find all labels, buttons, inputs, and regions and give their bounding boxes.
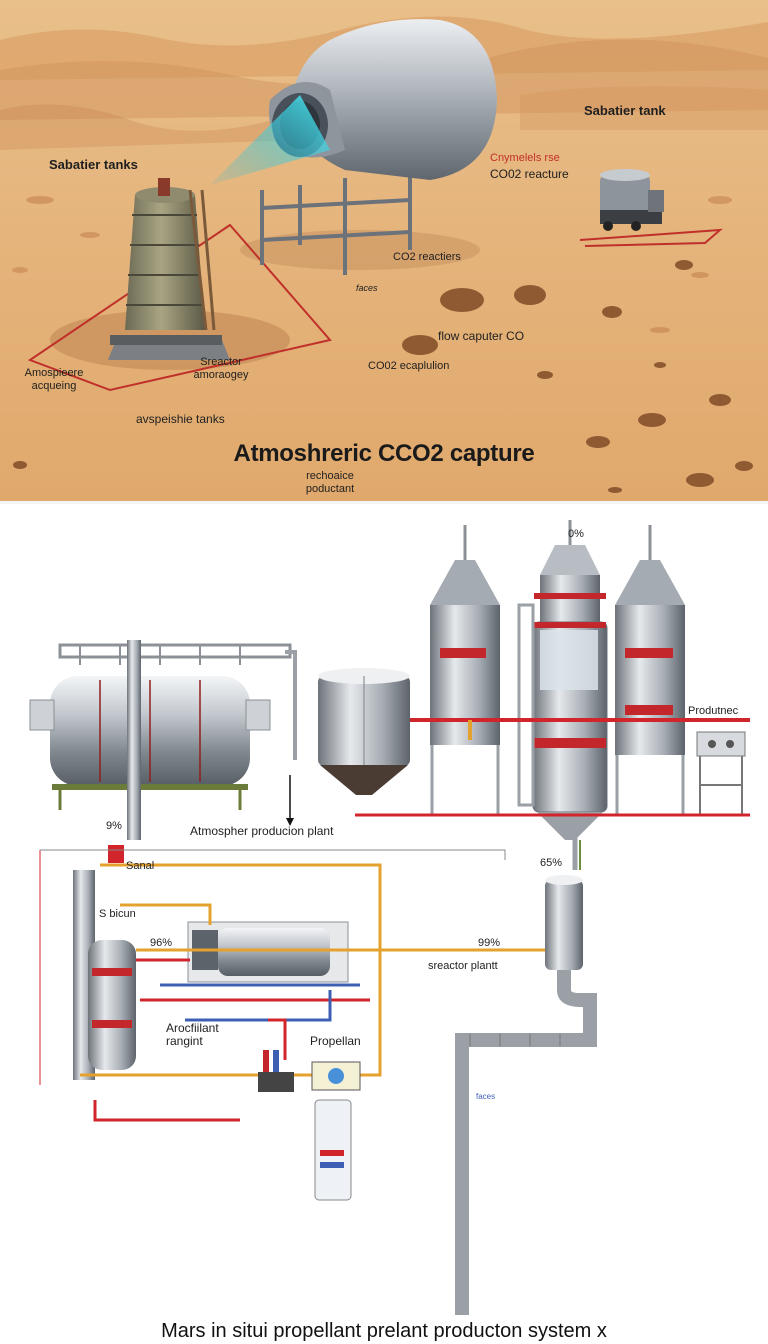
label-atmospher-plant: Atmospher producion plant [190, 824, 334, 838]
pump-unit [258, 1050, 294, 1092]
label-sabatier-tanks: Sabatier tanks [49, 157, 138, 172]
label-pct-65: 65% [540, 857, 563, 869]
label-pct-top: 0% [568, 528, 584, 540]
label-reactor-red: Cnymelels rse [490, 152, 560, 164]
label-arocfiilant: Arocfiilant rangint [166, 1021, 219, 1048]
title-atmospheric-capture: Atmoshreric CCO2 capture [233, 440, 535, 467]
label-avspeishie-tanks: avspeishie tanks [136, 412, 225, 426]
label-faces-small: faces [476, 1092, 496, 1101]
atmospheric-capture-scene [0, 0, 768, 503]
control-panel [696, 731, 746, 815]
label-pct-99: 99% [478, 937, 501, 949]
reactor-column [517, 520, 608, 840]
label-sabatier-tank: Sabatier tank [584, 103, 666, 118]
label-pct-96: 96% [150, 937, 173, 949]
label-flow-capture: flow caputer CO [438, 329, 525, 343]
silo-right [615, 525, 685, 815]
storage-tank-horizontal [29, 640, 297, 840]
co2-capture-unit [210, 19, 497, 275]
sabatier-tower [108, 178, 230, 360]
sabatier-small-tank [600, 169, 664, 231]
title-production-system: Mars in situi propellant prelant product… [161, 1320, 607, 1342]
section-divider [0, 501, 768, 504]
hopper-tank [318, 668, 410, 795]
propellant-gauge [311, 1061, 361, 1201]
label-co2-ecaplution: CO02 ecaplulion [368, 360, 450, 372]
production-plant-diagram [29, 520, 750, 1315]
label-produtnec: Produtnec [688, 705, 739, 717]
silo-left [430, 525, 500, 815]
label-sreactor: Sreactor amoraogey [193, 356, 249, 381]
rocks [13, 260, 753, 493]
label-s-bicun: S bicun [99, 908, 136, 920]
label-sreactor-plantt: sreactor plantt [428, 960, 498, 972]
separator-vessel [455, 875, 597, 1315]
label-co2-reactiers: CO2 reactiers [393, 251, 461, 263]
label-co2-reacture: CO02 reacture [490, 167, 569, 181]
label-atmosphere-acqueing: Amospieere acqueing [24, 367, 84, 392]
label-rechoaice: rechoaice poductant [305, 470, 355, 495]
label-propellan: Propellan [310, 1034, 361, 1048]
label-faces: faces [356, 283, 378, 293]
vertical-vessel [73, 845, 136, 1080]
label-pct-9: 9% [106, 820, 122, 832]
label-sanal: Sanal [126, 860, 155, 872]
reactor-horizontal [187, 921, 349, 983]
